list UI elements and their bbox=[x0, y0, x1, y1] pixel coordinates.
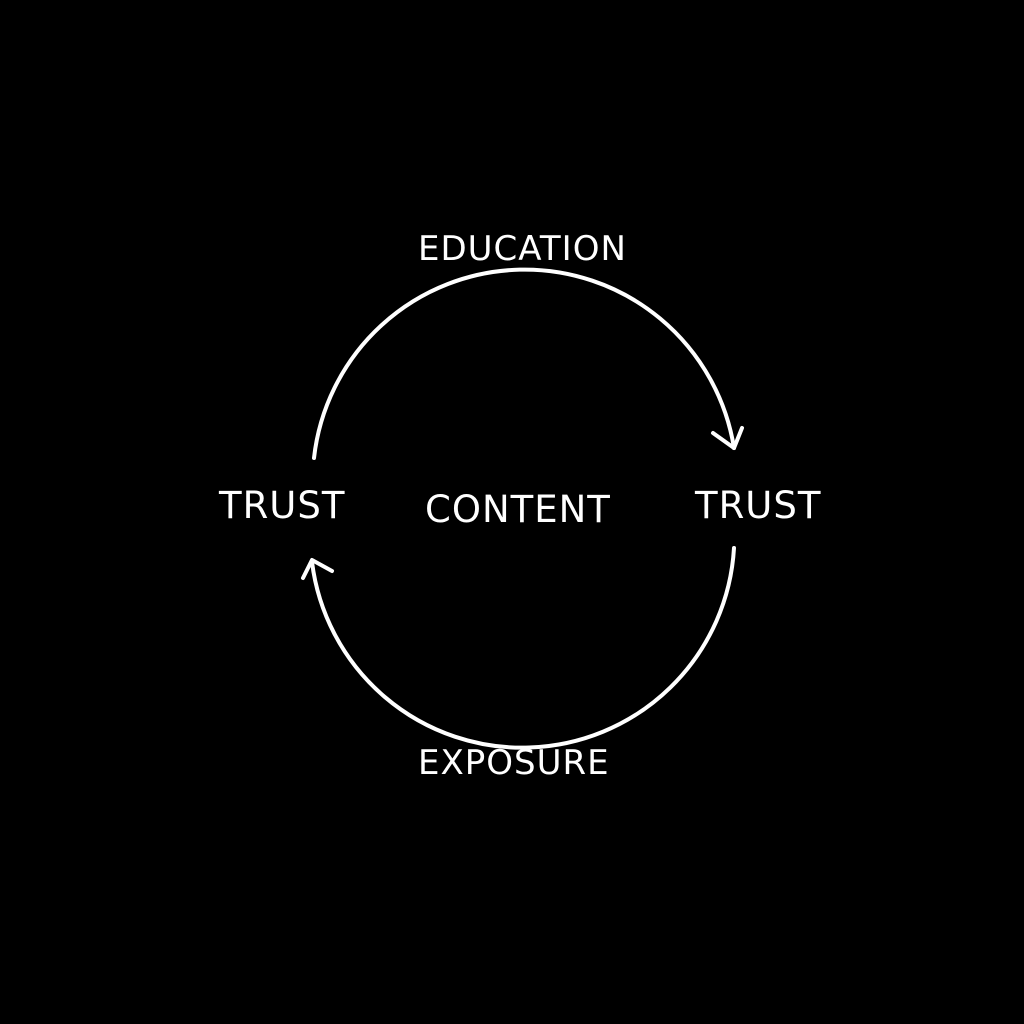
exposure-label: EXPOSURE bbox=[418, 743, 610, 783]
bottom-arc bbox=[310, 546, 736, 750]
top-arc bbox=[312, 267, 736, 460]
trust-right-label: TRUST bbox=[695, 484, 822, 527]
bottom-arrowhead-icon bbox=[301, 558, 334, 580]
trust-left-label: TRUST bbox=[219, 484, 346, 527]
content-label: CONTENT bbox=[425, 488, 611, 531]
top-arrowhead-icon bbox=[711, 426, 744, 450]
education-label: EDUCATION bbox=[418, 229, 627, 269]
